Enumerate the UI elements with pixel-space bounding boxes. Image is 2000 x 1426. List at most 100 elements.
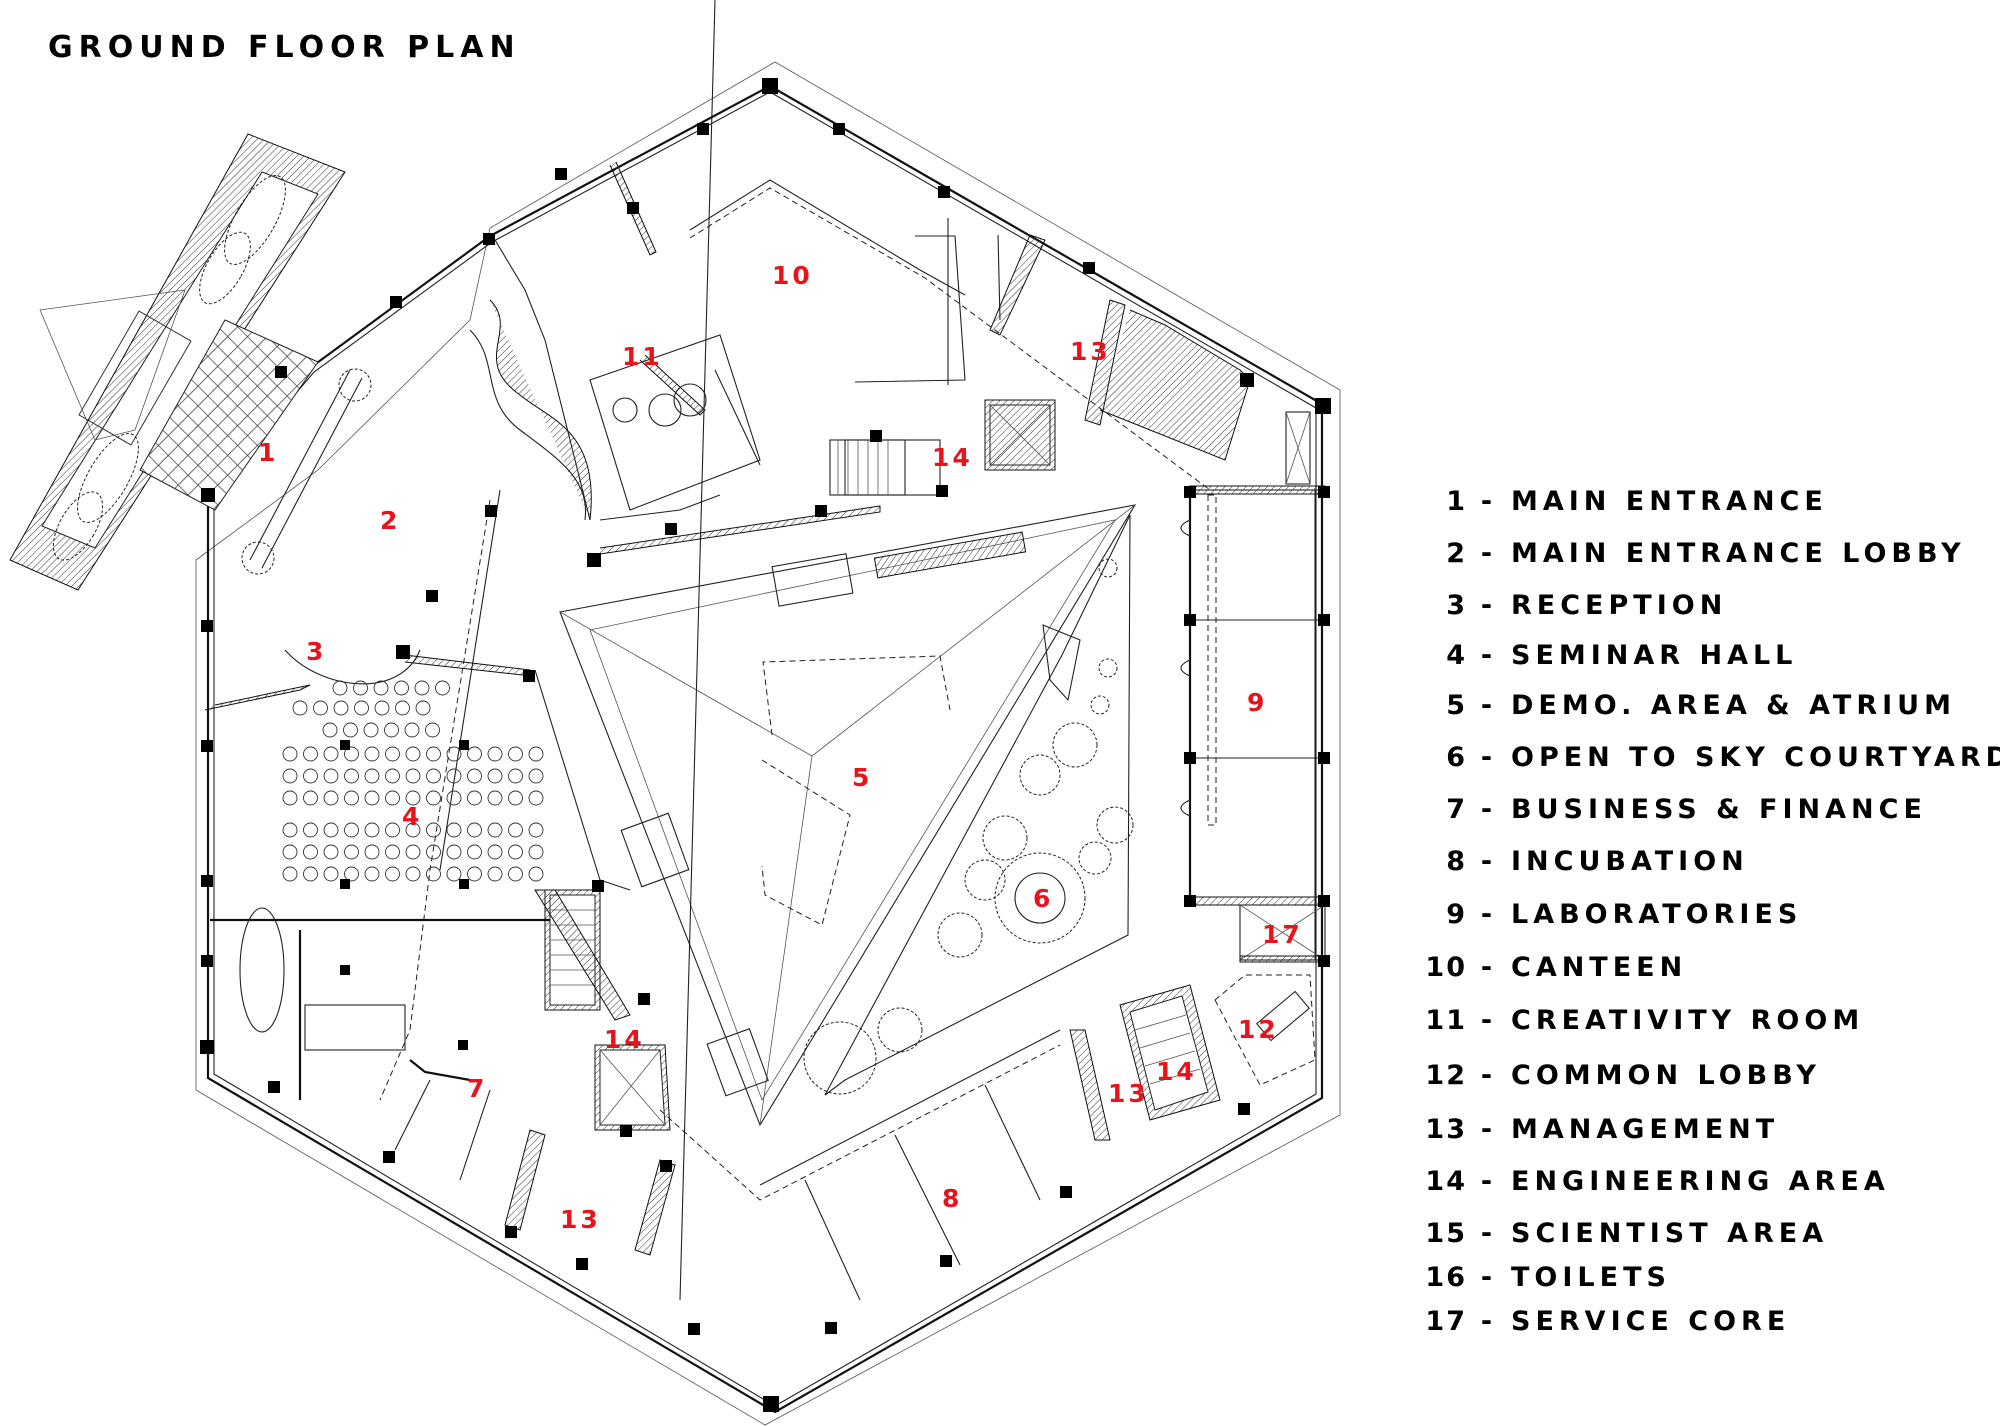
seat	[323, 866, 339, 882]
room-label-laboratories: 9	[1247, 688, 1267, 717]
room-label-engineering-north: 14	[932, 443, 973, 472]
legend-label: LABORATORIES	[1511, 899, 1803, 930]
seat	[364, 790, 380, 806]
legend-dash: -	[1480, 794, 1498, 825]
seat	[528, 822, 544, 838]
seat	[528, 768, 544, 784]
room-label-management-north: 13	[1070, 337, 1111, 366]
seat	[364, 768, 380, 784]
legend-item: 1-MAIN ENTRANCE	[1395, 486, 1828, 517]
seat	[487, 746, 503, 762]
seat	[426, 768, 441, 784]
seat	[508, 768, 523, 784]
legend-number: 10	[1425, 952, 1467, 983]
legend-dash: -	[1480, 742, 1498, 773]
legend-item: 6-OPEN TO SKY COURTYARD	[1395, 742, 2000, 773]
legend-item: 12-COMMON LOBBY	[1395, 1060, 1821, 1091]
seat	[385, 790, 400, 806]
legend-item: 13-MANAGEMENT	[1395, 1114, 1779, 1145]
seat	[508, 844, 523, 860]
legend-item: 9-LABORATORIES	[1395, 899, 1802, 930]
legend-number: 4	[1446, 640, 1467, 671]
legend-dash: -	[1480, 899, 1498, 930]
room-labels: 1 2 3 4 5 6 7 8 9 10 11 12 13 13 13 14 1…	[258, 261, 1300, 1234]
seat	[414, 680, 430, 696]
seminar-seating	[282, 680, 544, 882]
legend-number: 2	[1446, 538, 1467, 569]
seat	[282, 822, 298, 838]
south-wing-walls	[659, 0, 1316, 1301]
legend-number: 14	[1425, 1166, 1467, 1197]
north-wing-walls	[469, 161, 1251, 555]
legend-item: 2-MAIN ENTRANCE LOBBY	[1395, 538, 1966, 569]
seat	[303, 844, 318, 860]
seat	[467, 844, 482, 860]
west-wing-walls	[204, 368, 676, 1256]
seat	[446, 844, 462, 860]
legend-label: MAIN ENTRANCE	[1511, 486, 1828, 517]
legend-item: 15-SCIENTIST AREA	[1395, 1218, 1828, 1249]
legend-number: 17	[1425, 1306, 1467, 1337]
seat	[467, 768, 482, 784]
building-envelope	[206, 85, 1324, 1414]
seat	[323, 844, 339, 860]
seat	[426, 790, 441, 806]
room-label-engineering-southeast: 14	[1156, 1057, 1197, 1086]
seat	[292, 700, 308, 716]
legend-dash: -	[1480, 640, 1498, 671]
legend-number: 15	[1425, 1218, 1467, 1249]
seat	[405, 768, 421, 784]
legend-item: 17-SERVICE CORE	[1395, 1306, 1790, 1337]
legend-dash: -	[1480, 1114, 1498, 1145]
legend-label: RECEPTION	[1511, 590, 1728, 621]
east-wing-walls	[1180, 411, 1328, 963]
atrium-triangle	[559, 504, 1137, 1127]
legend-label: INCUBATION	[1511, 846, 1749, 877]
seat	[323, 746, 339, 762]
seat	[282, 844, 298, 860]
legend-dash: -	[1480, 952, 1498, 983]
seat	[394, 680, 409, 696]
room-label-creativity-room: 11	[622, 342, 663, 371]
room-label-seminar-hall: 4	[402, 802, 422, 831]
seat	[405, 822, 421, 838]
seat	[508, 822, 523, 838]
legend-number: 1	[1446, 486, 1467, 517]
legend-dash: -	[1480, 690, 1498, 721]
legend-dash: -	[1480, 538, 1498, 569]
legend-label: OPEN TO SKY COURTYARD	[1511, 742, 2000, 773]
legend-item: 7-BUSINESS & FINANCE	[1395, 794, 1927, 825]
room-label-demo-area-atrium: 5	[852, 763, 872, 792]
legend-item: 14-ENGINEERING AREA	[1395, 1166, 1890, 1197]
seat	[405, 746, 421, 762]
seat	[487, 822, 503, 838]
seat	[332, 680, 348, 696]
legend-dash: -	[1480, 1262, 1498, 1293]
legend-number: 7	[1446, 794, 1467, 825]
room-label-management-southeast: 13	[1108, 1079, 1149, 1108]
legend-number: 3	[1446, 590, 1467, 621]
legend-dash: -	[1480, 1306, 1498, 1337]
seat	[528, 866, 544, 882]
seat	[405, 790, 421, 806]
entrance-wing	[9, 133, 346, 591]
seat	[446, 790, 462, 806]
room-label-reception: 3	[306, 637, 326, 666]
seat	[282, 790, 298, 806]
seat	[374, 700, 390, 716]
seat	[508, 790, 523, 806]
seat	[405, 866, 421, 882]
seat	[404, 722, 420, 738]
legend-label: SEMINAR HALL	[1511, 640, 1798, 671]
seat	[323, 822, 339, 838]
legend-number: 11	[1425, 1005, 1467, 1036]
legend-dash: -	[1480, 1166, 1498, 1197]
seat	[405, 844, 421, 860]
legend-number: 9	[1446, 899, 1467, 930]
legend-item: 3-RECEPTION	[1395, 590, 1727, 621]
seat	[487, 790, 503, 806]
site-boundary	[195, 61, 1341, 1426]
legend-item: 10-CANTEEN	[1395, 952, 1687, 983]
seat	[435, 680, 450, 696]
legend-dash: -	[1480, 590, 1498, 621]
